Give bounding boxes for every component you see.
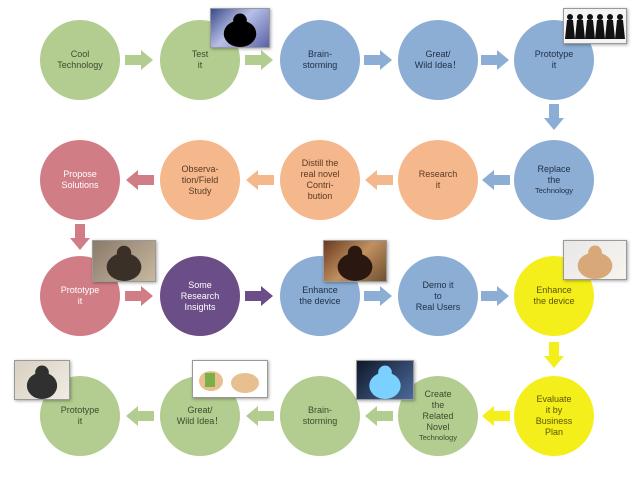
arrow-right-icon xyxy=(245,286,273,306)
dancers-silhouette-photo xyxy=(563,8,627,44)
node-label: Brain- storming xyxy=(302,405,338,426)
arrow-down-icon xyxy=(544,342,564,368)
arrow-left-icon xyxy=(246,170,274,190)
node-label: Propose Solutions xyxy=(61,169,99,190)
node-label: Prototype it xyxy=(60,285,100,306)
node-label: Research it xyxy=(418,169,458,190)
node-r3-c4: Demo it to Real Users xyxy=(398,256,478,336)
wrist-device-photo xyxy=(92,240,156,282)
node-label: Enhance the device xyxy=(533,285,575,306)
arrow-left-icon xyxy=(246,406,274,426)
node-r3-c2: Some Research Insights xyxy=(160,256,240,336)
node-label: Brain- storming xyxy=(302,49,338,70)
node-r1-c4: Great/ Wild Idea！ xyxy=(398,20,478,100)
device-prototype-photo xyxy=(323,240,387,282)
node-sublabel: Technology xyxy=(419,433,457,442)
node-r2-c1: Propose Solutions xyxy=(40,140,120,220)
node-r2-c2: Observa- tion/Field Study xyxy=(160,140,240,220)
node-label: Prototype it xyxy=(60,405,100,426)
node-label: Demo it to Real Users xyxy=(415,279,461,312)
node-r1-c1: Cool Technology xyxy=(40,20,120,100)
node-r4-c5: Evaluate it by Business Plan xyxy=(514,376,594,456)
arrow-left-icon xyxy=(365,406,393,426)
node-label: Some Research Insights xyxy=(180,279,220,312)
hands-sketch-photo xyxy=(192,360,268,398)
node-label: Evaluate it by Business Plan xyxy=(535,394,573,437)
node-label: Prototype it xyxy=(534,49,574,70)
node-r1-c5: Prototype it xyxy=(514,20,594,100)
node-sublabel: Technology xyxy=(535,186,573,195)
arrow-left-icon xyxy=(482,170,510,190)
arrow-left-icon xyxy=(365,170,393,190)
node-label: Observa- tion/Field Study xyxy=(181,163,219,196)
arrow-down-icon xyxy=(544,104,564,130)
glowing-device-photo xyxy=(356,360,414,400)
person-silhouette-photo xyxy=(210,8,270,48)
arrow-right-icon xyxy=(125,50,153,70)
node-label: Cool Technology xyxy=(57,49,103,70)
node-r2-c3: Distill the real novel Contri- bution xyxy=(280,140,360,220)
node-label: Enhance the device xyxy=(299,285,341,306)
wrist-sensor-photo xyxy=(563,240,627,280)
arrow-right-icon xyxy=(364,50,392,70)
arrow-left-icon xyxy=(126,406,154,426)
arrow-right-icon xyxy=(364,286,392,306)
arrow-left-icon xyxy=(126,170,154,190)
arrow-down-icon xyxy=(70,224,90,250)
node-label: Test it xyxy=(191,49,209,70)
node-r2-c4: Research it xyxy=(398,140,478,220)
node-r3-c3: Enhance the device xyxy=(280,256,360,336)
node-label: Distill the real novel Contri- bution xyxy=(300,158,340,201)
arrow-left-icon xyxy=(482,406,510,426)
node-r1-c3: Brain- storming xyxy=(280,20,360,100)
arrow-right-icon xyxy=(245,50,273,70)
handheld-device-photo xyxy=(14,360,70,400)
arrow-right-icon xyxy=(481,286,509,306)
node-label: Great/ Wild Idea！ xyxy=(176,405,224,426)
node-label: Great/ Wild Idea！ xyxy=(414,49,462,70)
arrow-right-icon xyxy=(481,50,509,70)
arrow-right-icon xyxy=(125,286,153,306)
node-r4-c3: Brain- storming xyxy=(280,376,360,456)
